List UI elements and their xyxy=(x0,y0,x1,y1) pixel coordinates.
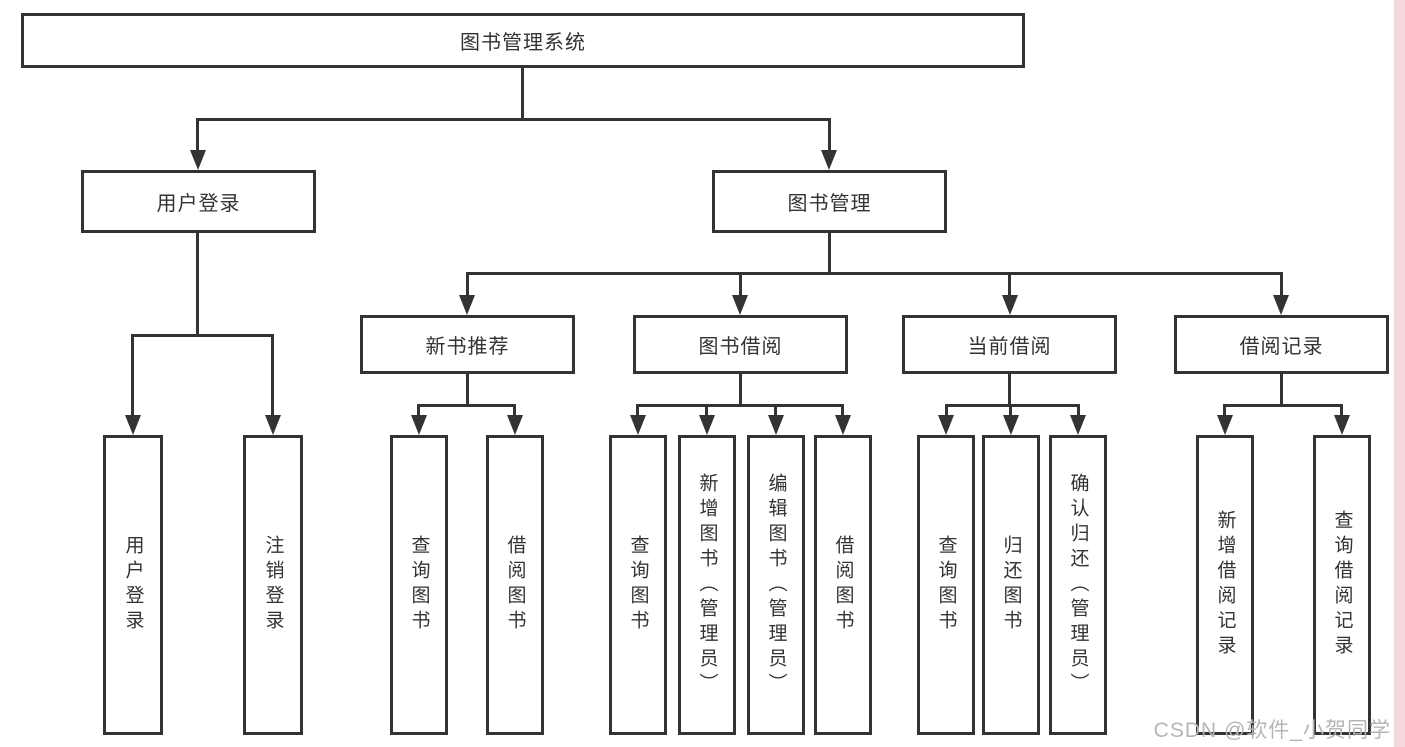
arrow-down-icon xyxy=(630,415,646,435)
connector-line xyxy=(828,233,831,275)
leaf-label: 查询图书 xyxy=(408,535,430,635)
node-label: 用户登录 xyxy=(156,193,241,215)
leaf-return-books: 归还图书 xyxy=(982,435,1040,735)
connector-line xyxy=(466,272,469,298)
connector-line xyxy=(271,334,274,418)
connector-line xyxy=(1009,404,1012,419)
connector-line xyxy=(513,404,516,419)
connector-line xyxy=(417,404,420,419)
leaf-label: 借阅图书 xyxy=(832,535,854,635)
leaf-label: 查询图书 xyxy=(935,535,957,635)
leaf-query-books-current: 查询图书 xyxy=(917,435,975,735)
arrow-down-icon xyxy=(1334,415,1350,435)
arrow-down-icon xyxy=(768,415,784,435)
connector-line xyxy=(196,118,199,154)
node-label: 新书推荐 xyxy=(425,336,510,358)
arrow-down-icon xyxy=(1217,415,1233,435)
arrow-down-icon xyxy=(125,415,141,435)
connector-line xyxy=(1008,272,1011,298)
arrow-down-icon xyxy=(1002,295,1018,315)
leaf-borrow-books: 借阅图书 xyxy=(814,435,872,735)
leaf-borrow-books-recommend: 借阅图书 xyxy=(486,435,544,735)
connector-line xyxy=(521,68,524,120)
leaf-logout: 注销登录 xyxy=(243,435,303,735)
arrow-down-icon xyxy=(1003,415,1019,435)
right-edge-highlight-strip xyxy=(1394,0,1405,747)
connector-line xyxy=(945,404,948,419)
node-book-borrowing: 图书借阅 xyxy=(633,315,848,374)
arrow-down-icon xyxy=(459,295,475,315)
leaf-edit-books-admin: 编辑图书（管理员） xyxy=(747,435,805,735)
arrow-down-icon xyxy=(835,415,851,435)
connector-line xyxy=(131,334,274,337)
leaf-label: 新增借阅记录 xyxy=(1214,510,1236,660)
node-new-book-recommendation: 新书推荐 xyxy=(360,315,575,374)
node-book-management: 图书管理 xyxy=(712,170,947,233)
arrow-down-icon xyxy=(411,415,427,435)
connector-line xyxy=(739,272,742,298)
node-label: 借阅记录 xyxy=(1239,336,1324,358)
leaf-add-borrow-record: 新增借阅记录 xyxy=(1196,435,1254,735)
connector-line xyxy=(1077,404,1080,419)
node-label: 图书管理系统 xyxy=(460,32,586,54)
arrow-down-icon xyxy=(1070,415,1086,435)
leaf-query-books-recommend: 查询图书 xyxy=(390,435,448,735)
leaf-label: 查询借阅记录 xyxy=(1331,510,1353,660)
connector-line xyxy=(1280,272,1283,298)
connector-line xyxy=(197,118,831,121)
connector-line xyxy=(1008,374,1011,407)
leaf-label: 确认归还（管理员） xyxy=(1067,472,1089,698)
node-library-management-system: 图书管理系统 xyxy=(21,13,1025,68)
watermark-csdn: CSDN @软件_小贺同学 xyxy=(1153,719,1391,742)
arrow-down-icon xyxy=(507,415,523,435)
node-label: 图书管理 xyxy=(787,193,872,215)
connector-line xyxy=(1223,404,1343,407)
leaf-query-borrow-record: 查询借阅记录 xyxy=(1313,435,1371,735)
node-current-borrowing: 当前借阅 xyxy=(902,315,1117,374)
connector-line xyxy=(828,118,831,154)
leaf-label: 查询图书 xyxy=(627,535,649,635)
leaf-user-login: 用户登录 xyxy=(103,435,163,735)
connector-line xyxy=(417,404,516,407)
leaf-add-books-admin: 新增图书（管理员） xyxy=(678,435,736,735)
arrow-down-icon xyxy=(938,415,954,435)
leaf-label: 注销登录 xyxy=(262,535,284,635)
connector-line xyxy=(705,404,708,419)
connector-line xyxy=(1280,374,1283,407)
arrow-down-icon xyxy=(265,415,281,435)
leaf-label: 用户登录 xyxy=(122,535,144,635)
connector-line xyxy=(841,404,844,419)
connector-line xyxy=(945,404,1080,407)
connector-line xyxy=(466,272,1283,275)
leaf-label: 新增图书（管理员） xyxy=(696,472,718,698)
connector-line xyxy=(739,374,742,407)
connector-line xyxy=(466,374,469,407)
arrow-down-icon xyxy=(821,150,837,170)
arrow-down-icon xyxy=(1273,295,1289,315)
leaf-confirm-return-admin: 确认归还（管理员） xyxy=(1049,435,1107,735)
node-label: 当前借阅 xyxy=(967,336,1052,358)
connector-line xyxy=(196,233,199,337)
connector-line xyxy=(774,404,777,419)
arrow-down-icon xyxy=(732,295,748,315)
arrow-down-icon xyxy=(699,415,715,435)
leaf-query-books-borrowing: 查询图书 xyxy=(609,435,667,735)
leaf-label: 归还图书 xyxy=(1000,535,1022,635)
connector-line xyxy=(636,404,639,419)
connector-line xyxy=(636,404,844,407)
connector-line xyxy=(1340,404,1343,419)
node-label: 图书借阅 xyxy=(698,336,783,358)
node-borrowing-records: 借阅记录 xyxy=(1174,315,1389,374)
leaf-label: 编辑图书（管理员） xyxy=(765,472,787,698)
connector-line xyxy=(131,334,134,418)
leaf-label: 借阅图书 xyxy=(504,535,526,635)
node-user-login: 用户登录 xyxy=(81,170,316,233)
connector-line xyxy=(1223,404,1226,419)
arrow-down-icon xyxy=(190,150,206,170)
